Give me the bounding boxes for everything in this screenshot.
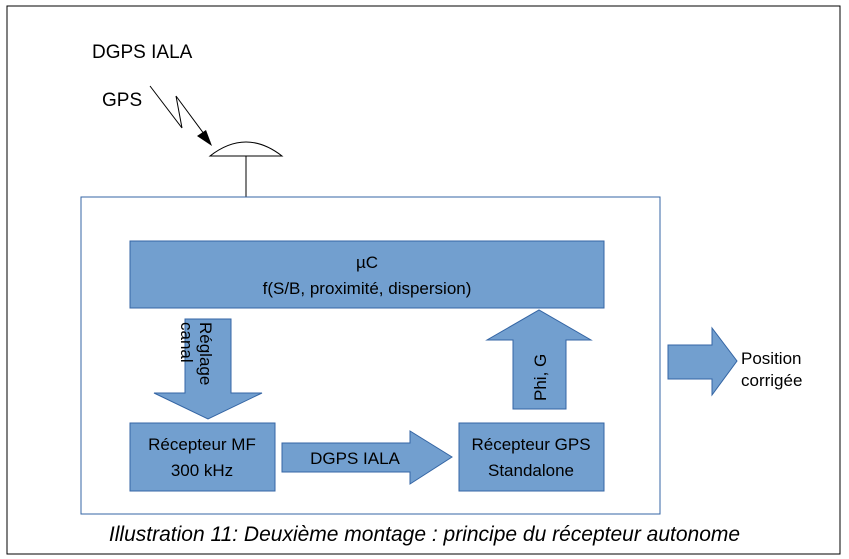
mf-receiver-frequency: 300 kHz xyxy=(171,461,233,480)
gps-receiver-mode: Standalone xyxy=(488,461,574,480)
svg-text:Phi, G: Phi, G xyxy=(531,354,550,401)
figure-caption: Illustration 11: Deuxième montage : prin… xyxy=(108,523,741,546)
gps-receiver-title: Récepteur GPS xyxy=(471,435,590,454)
mf-receiver-block xyxy=(129,422,276,492)
output-label-line2: corrigée xyxy=(741,371,802,390)
microcontroller-title: µC xyxy=(356,253,378,272)
svg-text:canal: canal xyxy=(177,322,196,363)
mf-receiver-title: Récepteur MF xyxy=(148,435,256,454)
arrow-channel-tuning-label: Réglage canal xyxy=(177,322,215,385)
arrow-output xyxy=(667,326,738,397)
arrow-dgps-label: DGPS IALA xyxy=(310,449,400,468)
output-label-line1: Position xyxy=(741,349,801,368)
signal-arrowhead xyxy=(197,130,212,146)
signal-label-dgps: DGPS IALA xyxy=(92,42,193,63)
signal-label-gps: GPS xyxy=(102,90,142,111)
arrow-channel-tuning xyxy=(153,318,263,420)
svg-text:Réglage: Réglage xyxy=(196,322,215,385)
gps-receiver-block xyxy=(458,422,605,492)
arrow-phi-g-label: Phi, G xyxy=(531,354,550,401)
signal-lightning xyxy=(149,85,211,143)
arrow-dgps-correction xyxy=(281,430,453,485)
microcontroller-function: f(S/B, proximité, dispersion) xyxy=(263,279,472,298)
antenna-icon xyxy=(208,141,284,157)
outer-frame xyxy=(6,5,841,555)
arrow-phi-g xyxy=(485,309,593,410)
microcontroller-block xyxy=(129,240,605,309)
